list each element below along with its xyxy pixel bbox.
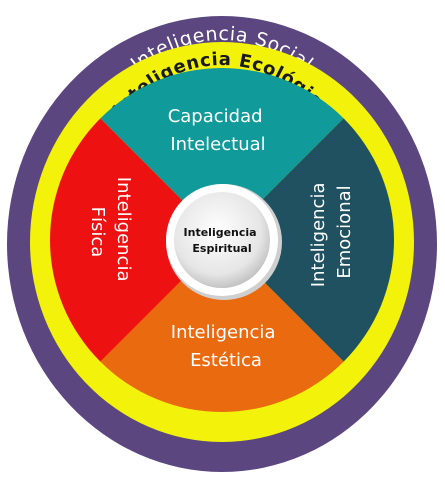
quadrant-right-label: Inteligencia Emocional [308, 177, 355, 287]
quadrant-bottom-label: Inteligencia Estética [171, 322, 281, 371]
center-circle-inner [174, 192, 270, 288]
quadrant-top-label: Capacidad Intelectual [168, 106, 269, 155]
center-label: Inteligencia Espiritual [184, 226, 261, 255]
quadrant-left-label: Inteligencia Física [87, 177, 134, 287]
